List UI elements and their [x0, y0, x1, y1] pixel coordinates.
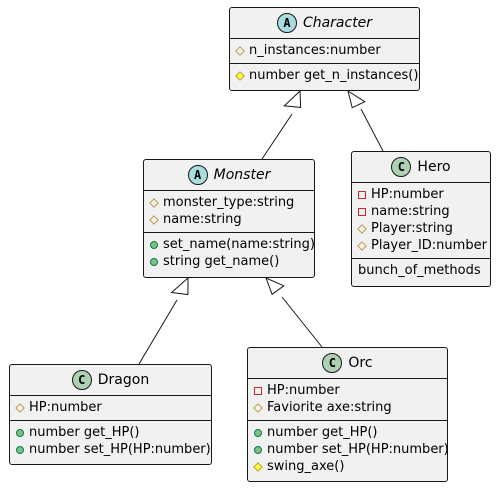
attribute-text: Player_ID:number	[371, 238, 487, 253]
public-visibility-icon	[150, 257, 158, 266]
protected-visibility-icon	[149, 214, 159, 225]
attribute-row: monster_type:string	[144, 194, 314, 211]
methods-section: number get_HP()number set_HP(HP:number)	[10, 421, 211, 462]
class-header: C Orc	[248, 348, 447, 379]
attribute-text: Faviorite axe:string	[267, 400, 392, 415]
class-icon: C	[71, 370, 92, 390]
private-visibility-icon	[358, 207, 366, 216]
attribute-text: name:string	[371, 204, 450, 219]
method-row: number get_HP()	[248, 424, 447, 441]
method-row: number get_n_instances()	[230, 67, 419, 84]
method-row: number set_HP(HP:number)	[10, 441, 211, 458]
class-name: Hero	[417, 159, 451, 175]
attribute-text: HP:number	[267, 383, 340, 398]
protected-visibility-icon	[357, 223, 367, 234]
private-visibility-icon	[358, 190, 366, 199]
abstract-class-icon: A	[187, 165, 208, 185]
private-visibility-icon	[254, 386, 262, 395]
edge-dragon-monster	[138, 299, 178, 365]
class-name: Character	[302, 15, 373, 31]
method-text: number get_n_instances()	[249, 68, 419, 83]
method-row: string get_name()	[144, 253, 314, 270]
protected-visibility-icon	[357, 240, 367, 251]
attribute-text: name:string	[163, 212, 242, 227]
attributes-section: n_instances:number	[230, 39, 419, 64]
class-header: C Hero	[352, 152, 490, 183]
method-row: set_name(name:string)	[144, 236, 315, 253]
attributes-section: HP:number	[10, 396, 211, 421]
protected-visibility-icon	[253, 402, 263, 413]
public-visibility-icon	[254, 428, 262, 437]
class-header: C Dragon	[10, 365, 211, 396]
public-visibility-icon	[150, 240, 158, 249]
protected-visibility-icon	[149, 197, 159, 208]
methods-section: number get_HP()number set_HP(HP:number)s…	[248, 421, 449, 479]
attribute-text: Player:string	[371, 221, 453, 236]
class-name: Dragon	[97, 372, 150, 388]
method-text: string get_name()	[163, 254, 280, 269]
protected-visibility-icon	[15, 402, 25, 413]
methods-section: set_name(name:string)string get_name()	[144, 233, 315, 274]
method-text: swing_axe()	[267, 459, 345, 474]
methods-section: bunch_of_methods	[352, 259, 490, 283]
class-monster[interactable]: A Monster monster_type:string name:string se…	[143, 159, 315, 278]
method-text: bunch_of_methods	[358, 263, 481, 278]
class-header: A Character	[230, 8, 419, 39]
attribute-row: name:string	[352, 203, 490, 220]
method-text: number get_HP()	[29, 425, 140, 440]
inheritance-arrowhead	[347, 89, 366, 109]
class-icon: C	[322, 353, 343, 373]
method-text: number set_HP(HP:number)	[29, 442, 211, 457]
method-text: number set_HP(HP:number)	[267, 442, 449, 457]
attribute-row: n_instances:number	[230, 42, 419, 59]
protected-visibility-icon	[235, 45, 245, 56]
edge-hero-character	[360, 108, 384, 152]
inheritance-arrowhead	[170, 276, 189, 296]
abstract-class-icon: A	[276, 13, 297, 33]
public-visibility-icon	[16, 445, 24, 454]
inheritance-arrowhead	[283, 89, 302, 108]
attribute-row: Faviorite axe:string	[248, 399, 447, 416]
class-name: Monster	[213, 167, 271, 183]
attribute-text: HP:number	[371, 187, 444, 202]
attribute-row: Player:string	[352, 220, 490, 237]
public-visibility-icon	[254, 445, 262, 454]
method-text: set_name(name:string)	[163, 237, 315, 252]
protected-method-visibility-icon	[253, 461, 263, 472]
attribute-row: HP:number	[10, 399, 211, 416]
method-row: number set_HP(HP:number)	[248, 441, 449, 458]
method-row: bunch_of_methods	[352, 262, 490, 279]
methods-section: number get_n_instances()	[230, 64, 419, 88]
inheritance-arrowhead	[265, 277, 285, 296]
attribute-text: HP:number	[29, 400, 102, 415]
method-row: swing_axe()	[248, 458, 447, 475]
attribute-row: HP:number	[352, 186, 490, 203]
attribute-row: HP:number	[248, 382, 447, 399]
class-header: A Monster	[144, 160, 314, 191]
edge-orc-monster	[281, 296, 323, 348]
class-name: Orc	[348, 355, 373, 371]
public-visibility-icon	[16, 428, 24, 437]
method-text: number get_HP()	[267, 425, 378, 440]
attribute-text: monster_type:string	[163, 195, 295, 210]
class-icon: C	[391, 157, 412, 177]
protected-method-visibility-icon	[235, 70, 245, 81]
method-row: number get_HP()	[10, 424, 211, 441]
attribute-row: Player_ID:number	[352, 237, 490, 254]
attributes-section: monster_type:string name:string	[144, 191, 314, 233]
attribute-text: n_instances:number	[249, 43, 381, 58]
attribute-row: name:string	[144, 211, 314, 228]
edge-monster-character	[261, 113, 293, 160]
